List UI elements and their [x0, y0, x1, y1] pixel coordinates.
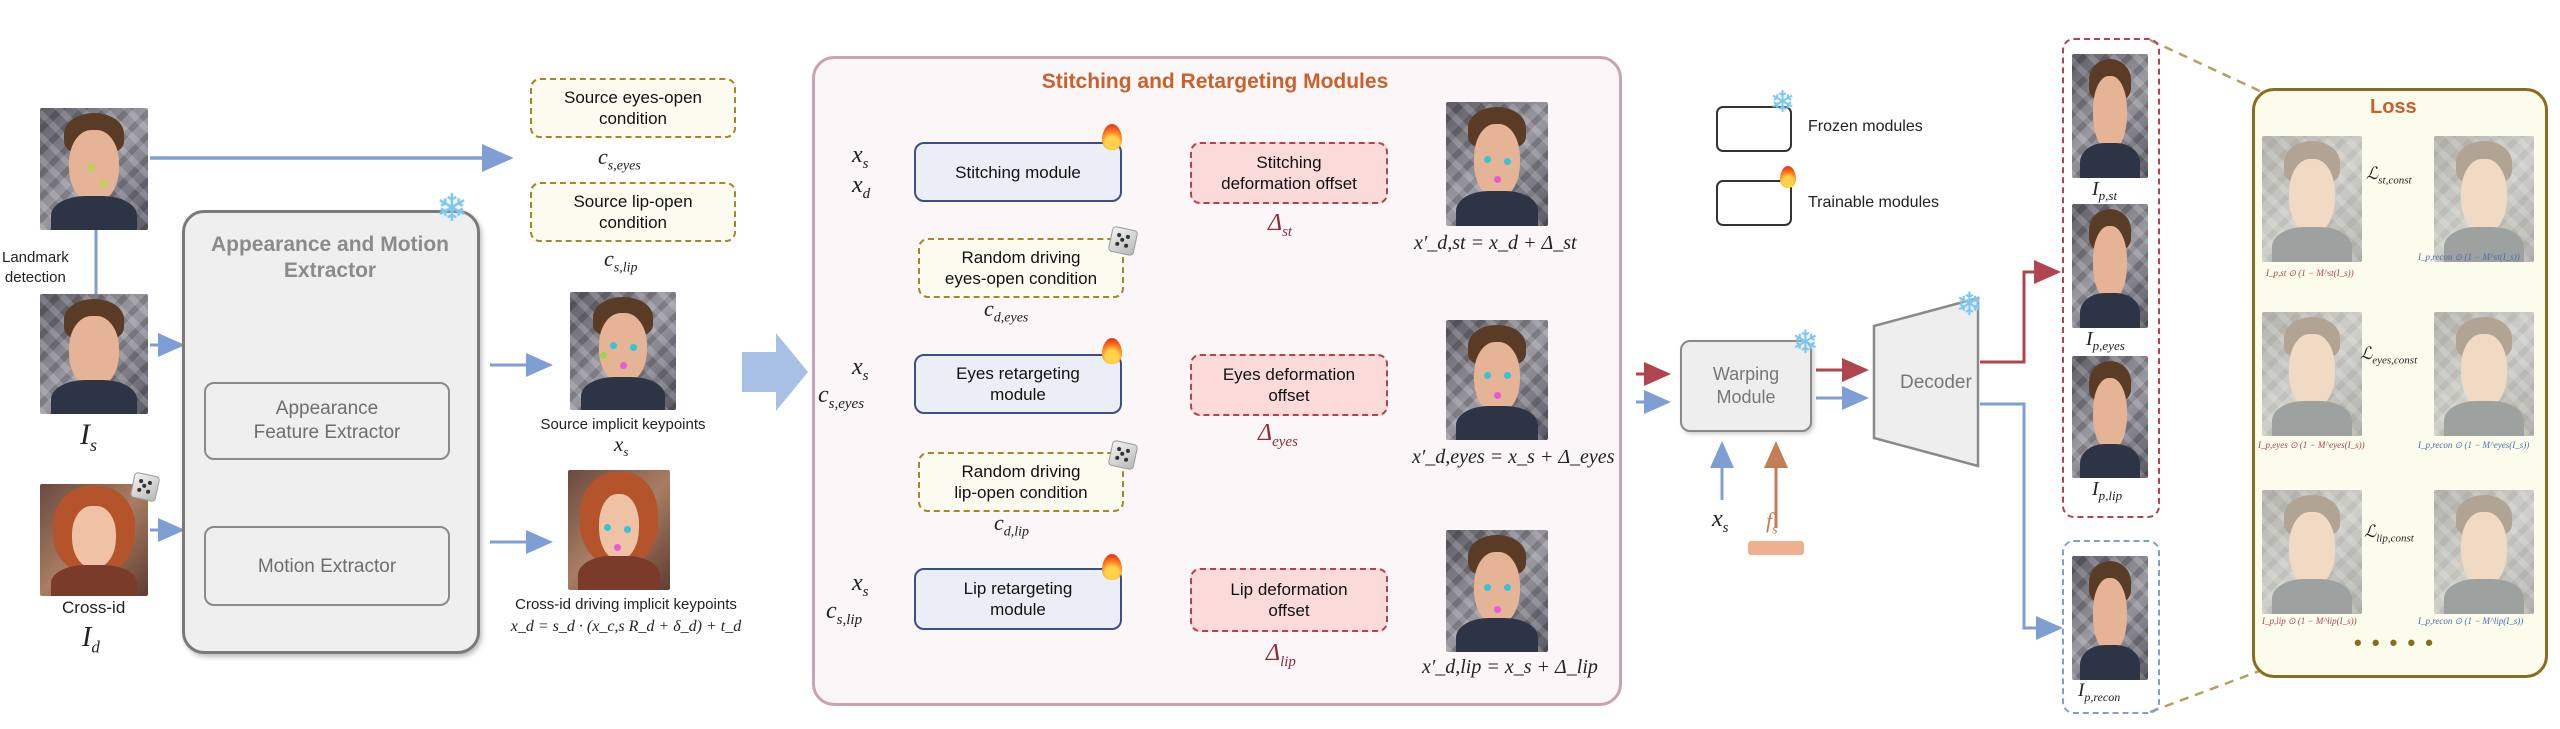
input-cs-lip: cs,lip: [826, 598, 863, 628]
cross-keypoints-image: [568, 470, 670, 590]
frozen-legend-swatch: [1716, 106, 1792, 152]
frozen-legend-label: Frozen modules: [1808, 118, 1923, 135]
snowflake-icon: ❄: [1956, 286, 1983, 322]
source-image: [40, 294, 148, 414]
lip-result-image: [1446, 530, 1548, 652]
motion-extractor: Motion Extractor: [204, 526, 450, 606]
loss-st-left-caption: I_p,st ⊙ (1 − M^st(I_s)): [2266, 268, 2354, 278]
lip-retargeting-module: Lip retargeting module: [914, 568, 1122, 630]
loss-lip-symbol: ℒlip,const: [2364, 522, 2414, 545]
cross-id-symbol: Id: [82, 622, 100, 657]
eyes-result-image: [1446, 320, 1548, 440]
loss-eyes-left-caption: I_p,eyes ⊙ (1 − M^eyes(I_s)): [2258, 440, 2365, 450]
input-xs-1: xs: [852, 142, 869, 172]
input-xs-3: xs: [852, 570, 869, 600]
ip-lip-label: Ip,lip: [2092, 478, 2123, 503]
fire-icon: [1102, 124, 1122, 150]
dice-icon: [1107, 225, 1139, 257]
stitched-result-image: [1446, 102, 1548, 226]
loss-ellipsis: • • • • •: [2354, 630, 2435, 655]
source-eyes-symbol: cs,eyes: [598, 144, 641, 174]
loss-eyes-right-image: [2434, 312, 2534, 436]
eq-st: x′_d,st = x_d + Δ_st: [1414, 232, 1577, 254]
cross-kp-label: Cross-id driving implicit keypoints: [515, 596, 737, 613]
feature-volume-bar: [1748, 541, 1804, 555]
source-eyes-condition-box: Source eyes-open condition: [530, 78, 736, 138]
cd-lip-symbol: cd,lip: [994, 510, 1030, 540]
source-kp-symbol: xs: [614, 432, 629, 460]
snowflake-icon: ❄: [1770, 86, 1796, 119]
source-lip-condition-box: Source lip-open condition: [530, 182, 736, 242]
loss-st-symbol: ℒst,const: [2366, 164, 2412, 187]
output-ip-lip: [2072, 356, 2148, 478]
output-ip-eyes: [2072, 204, 2148, 328]
loss-st-left-image: [2262, 136, 2362, 262]
source-lip-symbol: cs,lip: [604, 246, 638, 276]
loss-lip-right-caption: I_p,recon ⊙ (1 − M^lip(I_s)): [2418, 616, 2524, 626]
dice-icon: [1107, 439, 1139, 471]
landmark-face-image: [40, 108, 148, 230]
loss-eyes-left-image: [2262, 312, 2362, 436]
snowflake-icon: ❄: [1792, 324, 1819, 360]
output-ip-recon: [2072, 556, 2148, 680]
delta-st: Δst: [1268, 210, 1293, 240]
ip-recon-label: Ip,recon: [2078, 680, 2121, 704]
extractor-title: Appearance and Motion Extractor: [210, 233, 450, 282]
loss-lip-left-image: [2262, 490, 2362, 614]
recon-output-group: [2062, 540, 2160, 714]
loss-lip-right-image: [2434, 490, 2534, 614]
loss-eyes-symbol: ℒeyes,const: [2360, 344, 2418, 367]
input-xs-2: xs: [852, 354, 869, 384]
fire-icon: [1102, 554, 1122, 580]
fire-icon: [1102, 338, 1122, 364]
appearance-feature-extractor: Appearance Feature Extractor: [204, 382, 450, 460]
cross-id-label: Cross-id: [62, 598, 126, 617]
output-ip-st: [2072, 54, 2148, 178]
lip-offset-box: Lip deformation offset: [1190, 568, 1388, 632]
loss-st-right-caption: I_p,recon ⊙ (1 − M^st(I_s)): [2418, 252, 2520, 262]
trainable-legend-label: Trainable modules: [1808, 194, 1940, 211]
loss-eyes-right-caption: I_p,recon ⊙ (1 − M^eyes(I_s)): [2418, 440, 2530, 450]
delta-eyes: Δeyes: [1258, 420, 1298, 450]
eq-lip: x′_d,lip = x_s + Δ_lip: [1422, 656, 1598, 678]
loss-group: [2252, 88, 2548, 678]
decoder-label: Decoder: [1900, 372, 1972, 393]
eyes-offset-box: Eyes deformation offset: [1190, 354, 1388, 416]
input-cs-eyes: cs,eyes: [818, 382, 865, 412]
trainable-legend-swatch: [1716, 180, 1792, 226]
cd-eyes-symbol: cd,eyes: [984, 296, 1029, 326]
cross-id-image: [40, 484, 148, 596]
landmark-detection-label: Landmark detection: [2, 249, 69, 286]
big-flow-arrow: [742, 333, 808, 411]
loss-st-right-image: [2434, 136, 2534, 262]
random-eyes-condition: Random driving eyes-open condition: [918, 238, 1124, 298]
loss-lip-left-caption: I_p,lip ⊙ (1 − M^lip(I_s)): [2262, 616, 2357, 626]
loss-title: Loss: [2370, 96, 2417, 118]
warp-input-xs: xs: [1712, 506, 1729, 536]
warp-input-fs: fs: [1766, 508, 1778, 538]
fire-icon: [1780, 166, 1796, 188]
source-image-symbol: Is: [80, 418, 98, 455]
ip-eyes-label: Ip,eyes: [2086, 328, 2125, 353]
stitching-module: Stitching module: [914, 142, 1122, 202]
decoder-shape: [1872, 296, 1980, 468]
ip-st-label: Ip,st: [2092, 178, 2118, 203]
modules-title: Stitching and Retargeting Modules: [1041, 70, 1389, 93]
eyes-retargeting-module: Eyes retargeting module: [914, 354, 1122, 414]
delta-lip: Δlip: [1266, 640, 1296, 670]
source-keypoints-image: [570, 292, 676, 410]
dice-icon: [129, 471, 161, 503]
cross-kp-equation: x_d = s_d · (x_c,s R_d + δ_d) + t_d: [510, 618, 742, 635]
snowflake-icon: ❄: [436, 188, 468, 230]
retargeting-output-group: [2062, 38, 2160, 518]
random-lip-condition: Random driving lip-open condition: [918, 452, 1124, 512]
warping-module: Warping Module: [1680, 340, 1812, 432]
eq-eyes: x′_d,eyes = x_s + Δ_eyes: [1412, 446, 1615, 468]
stitching-offset-box: Stitching deformation offset: [1190, 142, 1388, 204]
source-kp-label: Source implicit keypoints: [540, 416, 706, 433]
input-xd: xd: [852, 172, 871, 202]
